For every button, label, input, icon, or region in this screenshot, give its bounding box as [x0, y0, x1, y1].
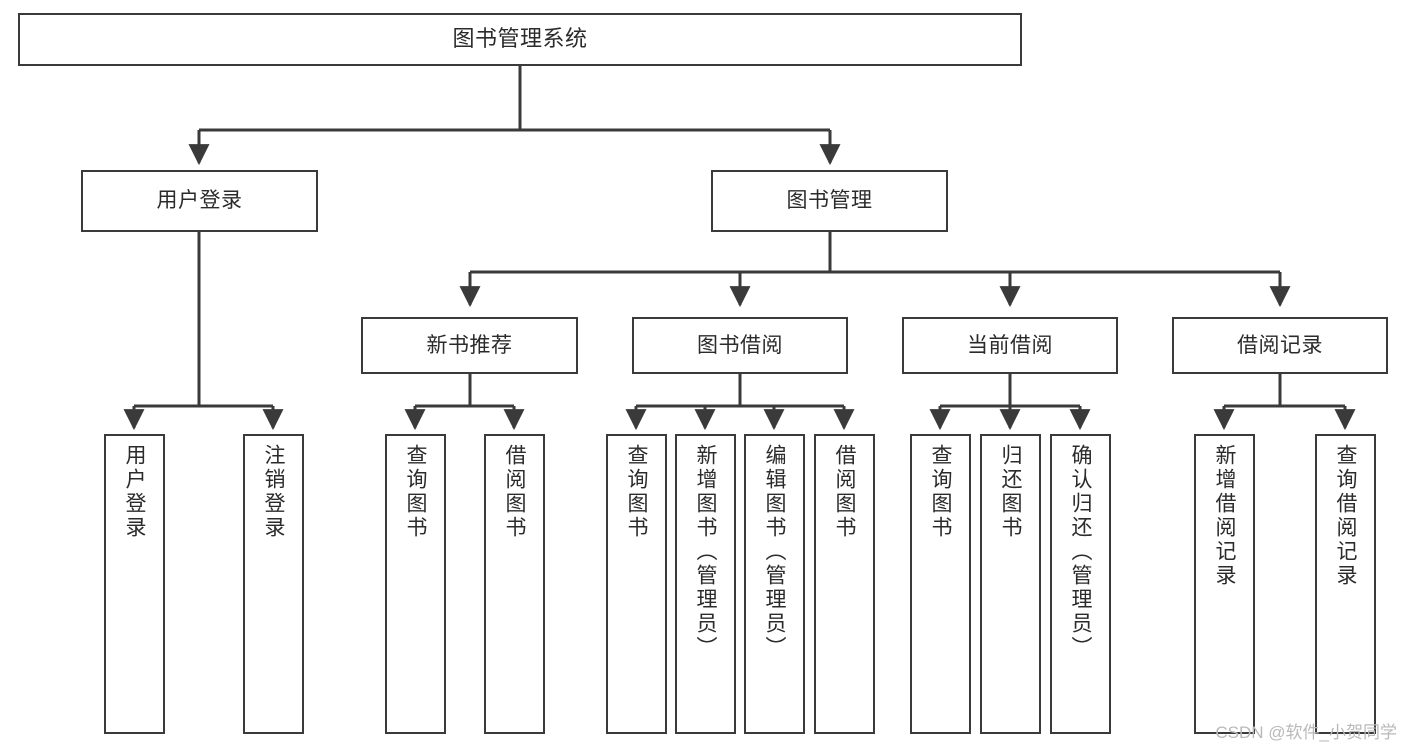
node-root-label: 图书管理系统 — [452, 26, 588, 52]
leaf-query-book-recommend-label: 查询图书 — [404, 444, 427, 540]
leaf-query-book-current[interactable]: 查询图书 — [910, 434, 971, 734]
node-book-management[interactable]: 图书管理 — [711, 170, 948, 232]
leaf-borrow-book-recommend-label: 借阅图书 — [503, 444, 526, 540]
leaf-query-book-current-label: 查询图书 — [929, 444, 952, 540]
leaf-add-book-admin-label: 新增图书（管理员） — [694, 444, 717, 660]
leaf-user-login-label: 用户登录 — [123, 444, 146, 540]
node-borrow-records-label: 借阅记录 — [1237, 333, 1323, 357]
leaf-query-book-borrow-label: 查询图书 — [625, 444, 648, 540]
node-new-book-recommend[interactable]: 新书推荐 — [361, 317, 578, 374]
node-user-login[interactable]: 用户登录 — [81, 170, 318, 232]
leaf-add-borrow-record[interactable]: 新增借阅记录 — [1194, 434, 1255, 734]
leaf-query-book-recommend[interactable]: 查询图书 — [385, 434, 446, 734]
leaf-borrow-book-recommend[interactable]: 借阅图书 — [484, 434, 545, 734]
csdn-watermark: CSDN @软件_小贺同学 — [1215, 723, 1397, 742]
node-user-login-label: 用户登录 — [156, 189, 243, 213]
node-book-management-label: 图书管理 — [786, 189, 873, 213]
node-new-book-recommend-label: 新书推荐 — [426, 333, 513, 357]
leaf-confirm-return-admin-label: 确认归还（管理员） — [1069, 444, 1092, 660]
leaf-edit-book-admin[interactable]: 编辑图书（管理员） — [744, 434, 805, 734]
leaf-confirm-return-admin[interactable]: 确认归还（管理员） — [1050, 434, 1111, 734]
leaf-logout-label: 注销登录 — [262, 444, 285, 540]
leaf-add-borrow-record-label: 新增借阅记录 — [1213, 444, 1236, 588]
node-borrow-records[interactable]: 借阅记录 — [1172, 317, 1388, 374]
node-current-borrow-label: 当前借阅 — [967, 333, 1053, 357]
leaf-edit-book-admin-label: 编辑图书（管理员） — [763, 444, 786, 660]
leaf-return-book-label: 归还图书 — [999, 444, 1022, 540]
leaf-add-book-admin[interactable]: 新增图书（管理员） — [675, 434, 736, 734]
leaf-logout[interactable]: 注销登录 — [243, 434, 304, 734]
node-book-borrow-label: 图书借阅 — [697, 333, 783, 357]
node-current-borrow[interactable]: 当前借阅 — [902, 317, 1118, 374]
leaf-query-borrow-record-label: 查询借阅记录 — [1334, 444, 1357, 588]
leaf-query-borrow-record[interactable]: 查询借阅记录 — [1315, 434, 1376, 734]
leaf-borrow-book-label: 借阅图书 — [833, 444, 856, 540]
node-book-borrow[interactable]: 图书借阅 — [632, 317, 848, 374]
node-root[interactable]: 图书管理系统 — [18, 13, 1022, 66]
leaf-borrow-book[interactable]: 借阅图书 — [814, 434, 875, 734]
leaf-return-book[interactable]: 归还图书 — [980, 434, 1041, 734]
leaf-query-book-borrow[interactable]: 查询图书 — [606, 434, 667, 734]
leaf-user-login[interactable]: 用户登录 — [104, 434, 165, 734]
